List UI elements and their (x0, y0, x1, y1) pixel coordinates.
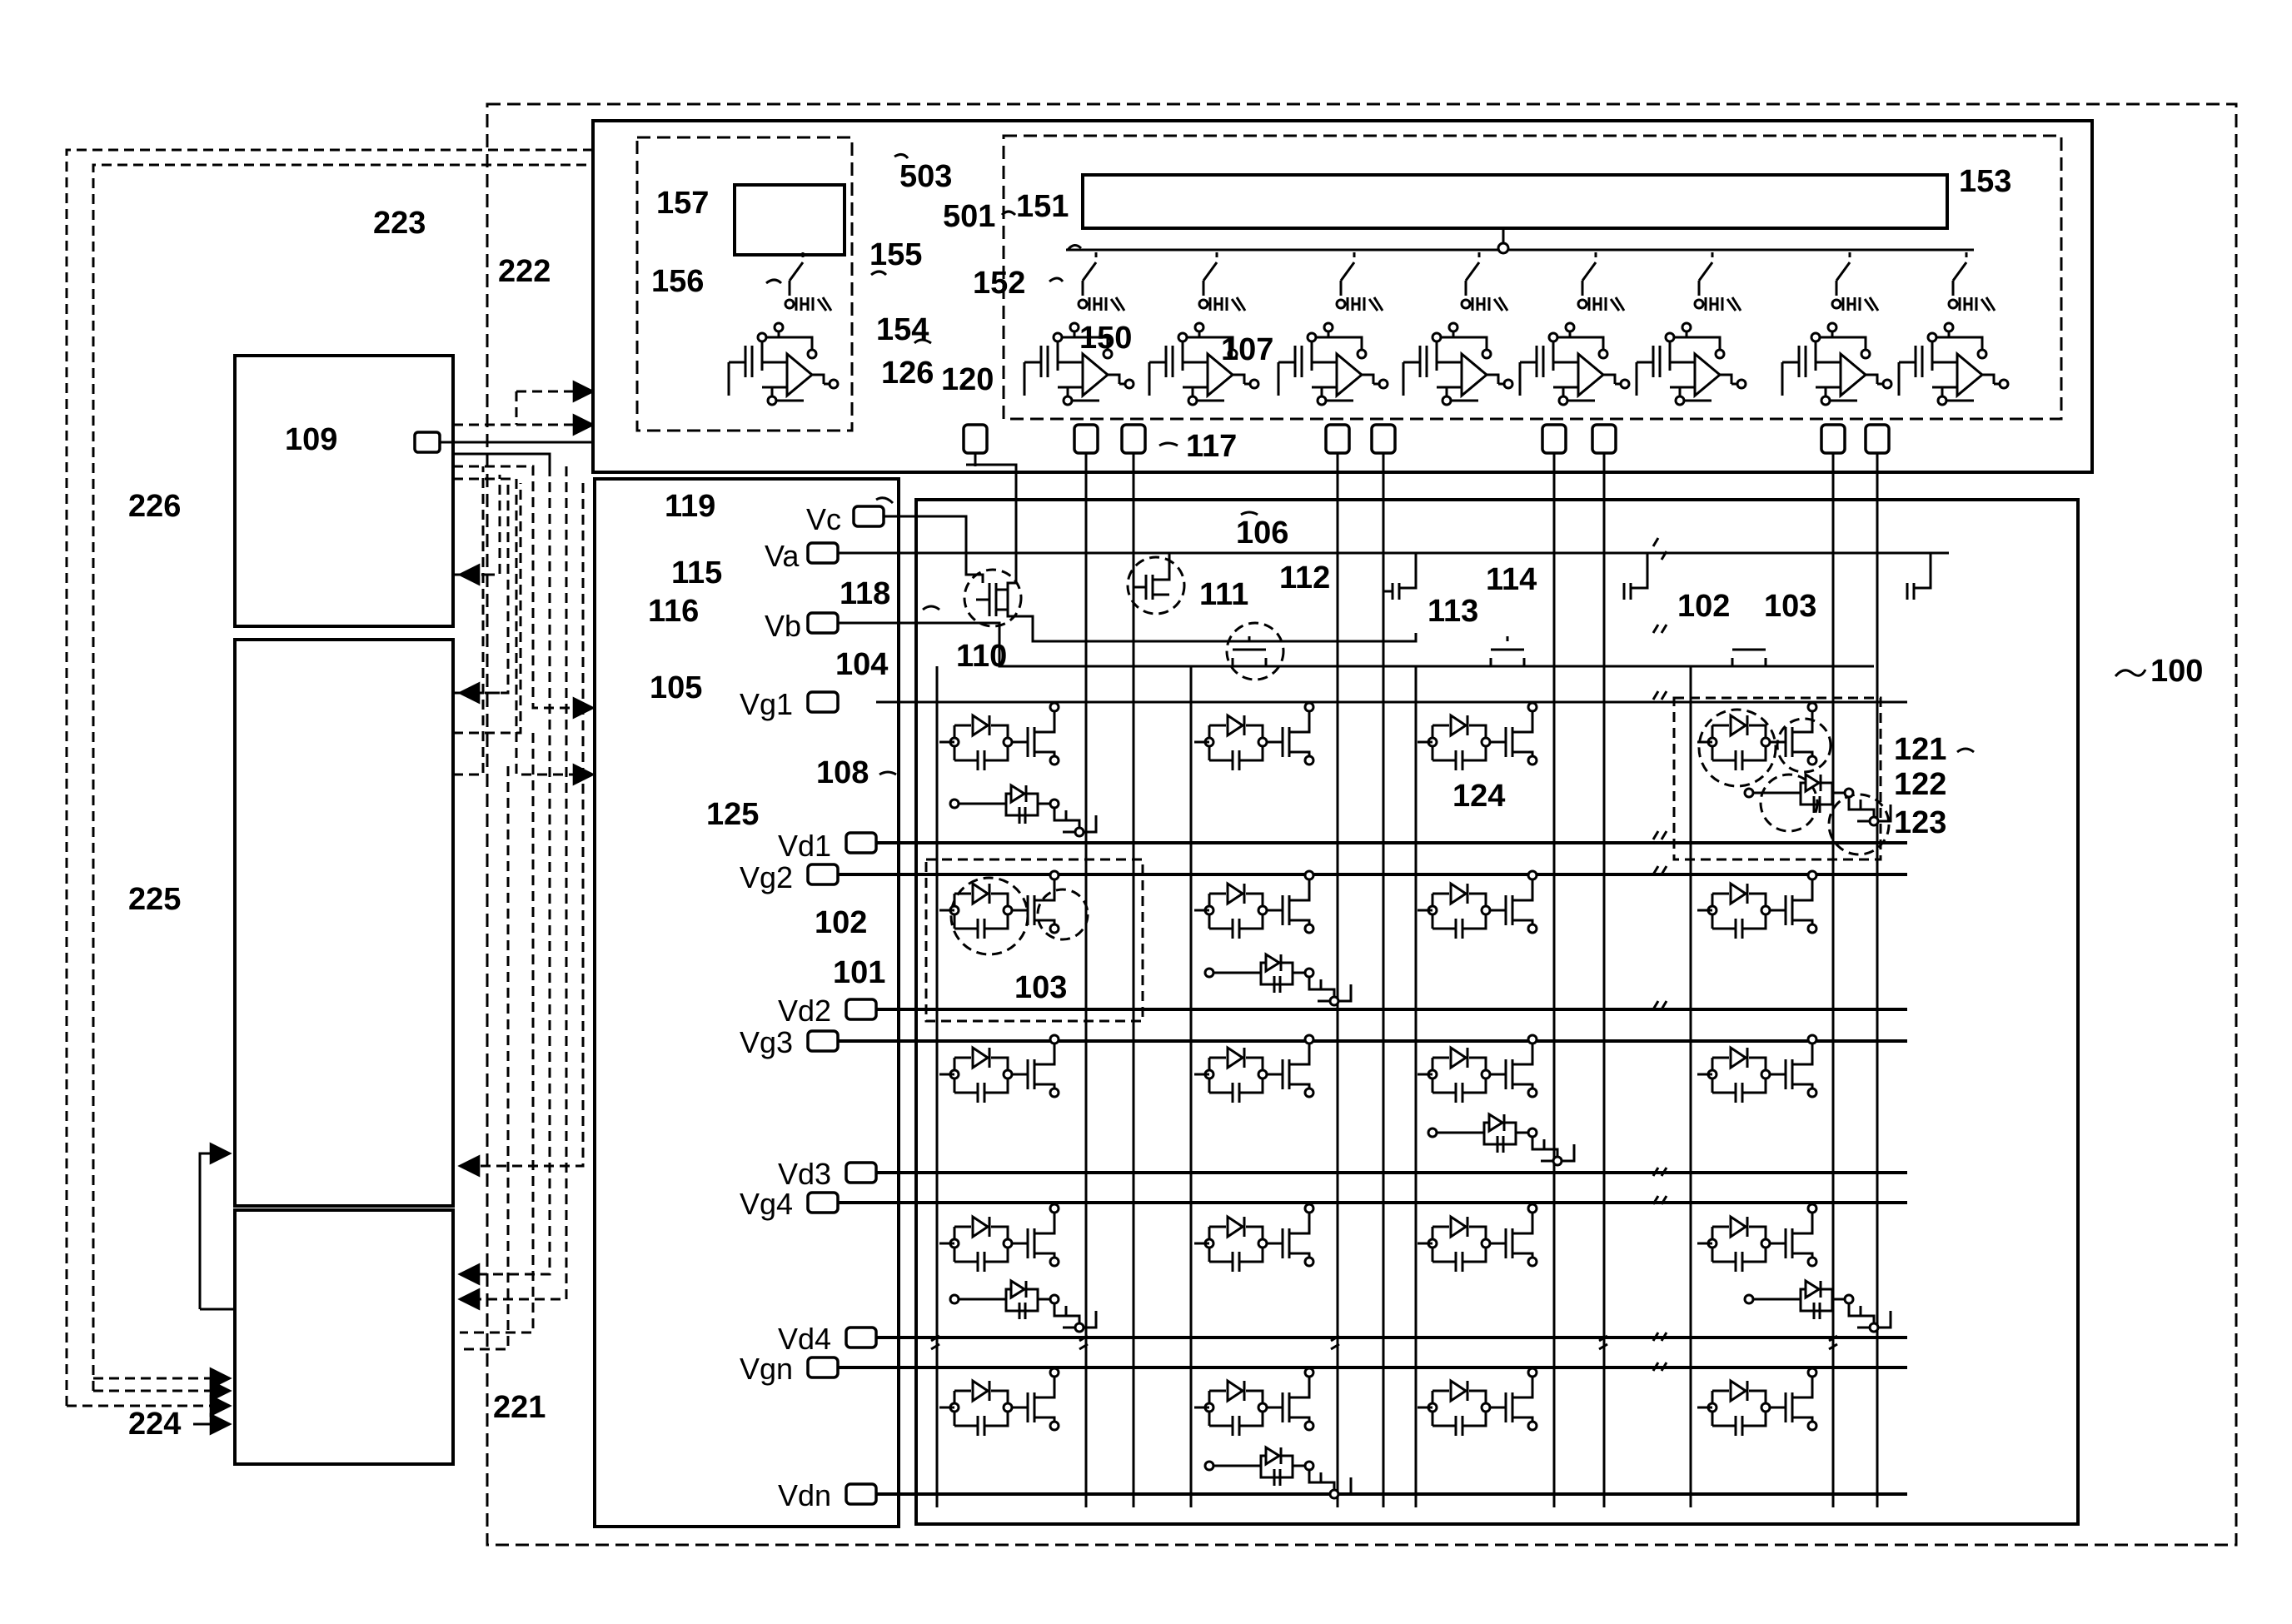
block-226 (235, 356, 453, 626)
pin-vc: Vc (806, 502, 841, 536)
label-106: 106 (1236, 516, 1288, 550)
pin-vd4: Vd4 (778, 1322, 831, 1356)
label-126: 126 (881, 356, 934, 391)
block-153 (1083, 175, 1947, 228)
label-116: 116 (648, 594, 699, 629)
label-119: 119 (665, 489, 715, 524)
label-223: 223 (373, 206, 426, 241)
pin-vd3: Vd3 (778, 1157, 831, 1191)
label-154: 154 (876, 312, 929, 347)
label-101: 101 (833, 955, 885, 990)
pin-vd2: Vd2 (778, 994, 831, 1028)
label-115: 115 (671, 555, 722, 590)
label-125: 125 (706, 797, 759, 832)
label-503: 503 (899, 159, 952, 194)
block-225 (235, 640, 453, 1206)
label-226: 226 (128, 489, 181, 524)
pin-vd1: Vd1 (778, 829, 831, 863)
label-102a: 102 (815, 905, 867, 940)
label-105: 105 (650, 670, 702, 705)
label-114: 114 (1486, 562, 1537, 597)
label-123: 123 (1894, 805, 1946, 840)
label-150: 150 (1079, 321, 1132, 356)
pad-109 (415, 432, 440, 452)
label-222: 222 (498, 254, 551, 289)
pin-vg4: Vg4 (740, 1187, 793, 1221)
label-221: 221 (493, 1390, 546, 1425)
label-102b: 102 (1677, 589, 1730, 624)
label-124: 124 (1452, 779, 1505, 814)
label-157: 157 (656, 186, 709, 221)
sensor-array-100 (916, 500, 2078, 1524)
pin-va: Va (765, 539, 800, 573)
label-156: 156 (651, 264, 704, 299)
label-501: 501 (943, 199, 995, 234)
pin-vdn: Vdn (778, 1478, 831, 1512)
label-118: 118 (840, 576, 890, 611)
label-107: 107 (1221, 332, 1273, 367)
label-153: 153 (1959, 164, 2011, 199)
label-152: 152 (973, 266, 1025, 301)
label-113: 113 (1428, 594, 1478, 629)
label-225: 225 (128, 882, 181, 917)
pin-vgn: Vgn (740, 1352, 793, 1386)
label-122: 122 (1894, 767, 1946, 802)
label-117: 117 (1186, 429, 1237, 464)
pin-vg3: Vg3 (740, 1025, 793, 1059)
label-100: 100 (2150, 654, 2203, 689)
label-155: 155 (869, 237, 922, 272)
block-224 (235, 1210, 453, 1464)
label-151: 151 (1016, 189, 1069, 224)
label-103b: 103 (1764, 589, 1816, 624)
label-109: 109 (285, 422, 337, 457)
label-103a: 103 (1014, 970, 1067, 1005)
label-121: 121 (1894, 732, 1946, 767)
pin-vg1: Vg1 (740, 687, 793, 721)
pin-vg2: Vg2 (740, 860, 793, 894)
label-120: 120 (941, 362, 994, 397)
label-104: 104 (835, 647, 888, 682)
label-112: 112 (1279, 560, 1330, 595)
block-157 (735, 185, 845, 255)
label-110: 110 (956, 639, 1007, 674)
label-108: 108 (816, 755, 869, 790)
label-111: 111 (1199, 577, 1248, 612)
label-224: 224 (128, 1407, 181, 1442)
pin-vb: Vb (765, 609, 801, 643)
